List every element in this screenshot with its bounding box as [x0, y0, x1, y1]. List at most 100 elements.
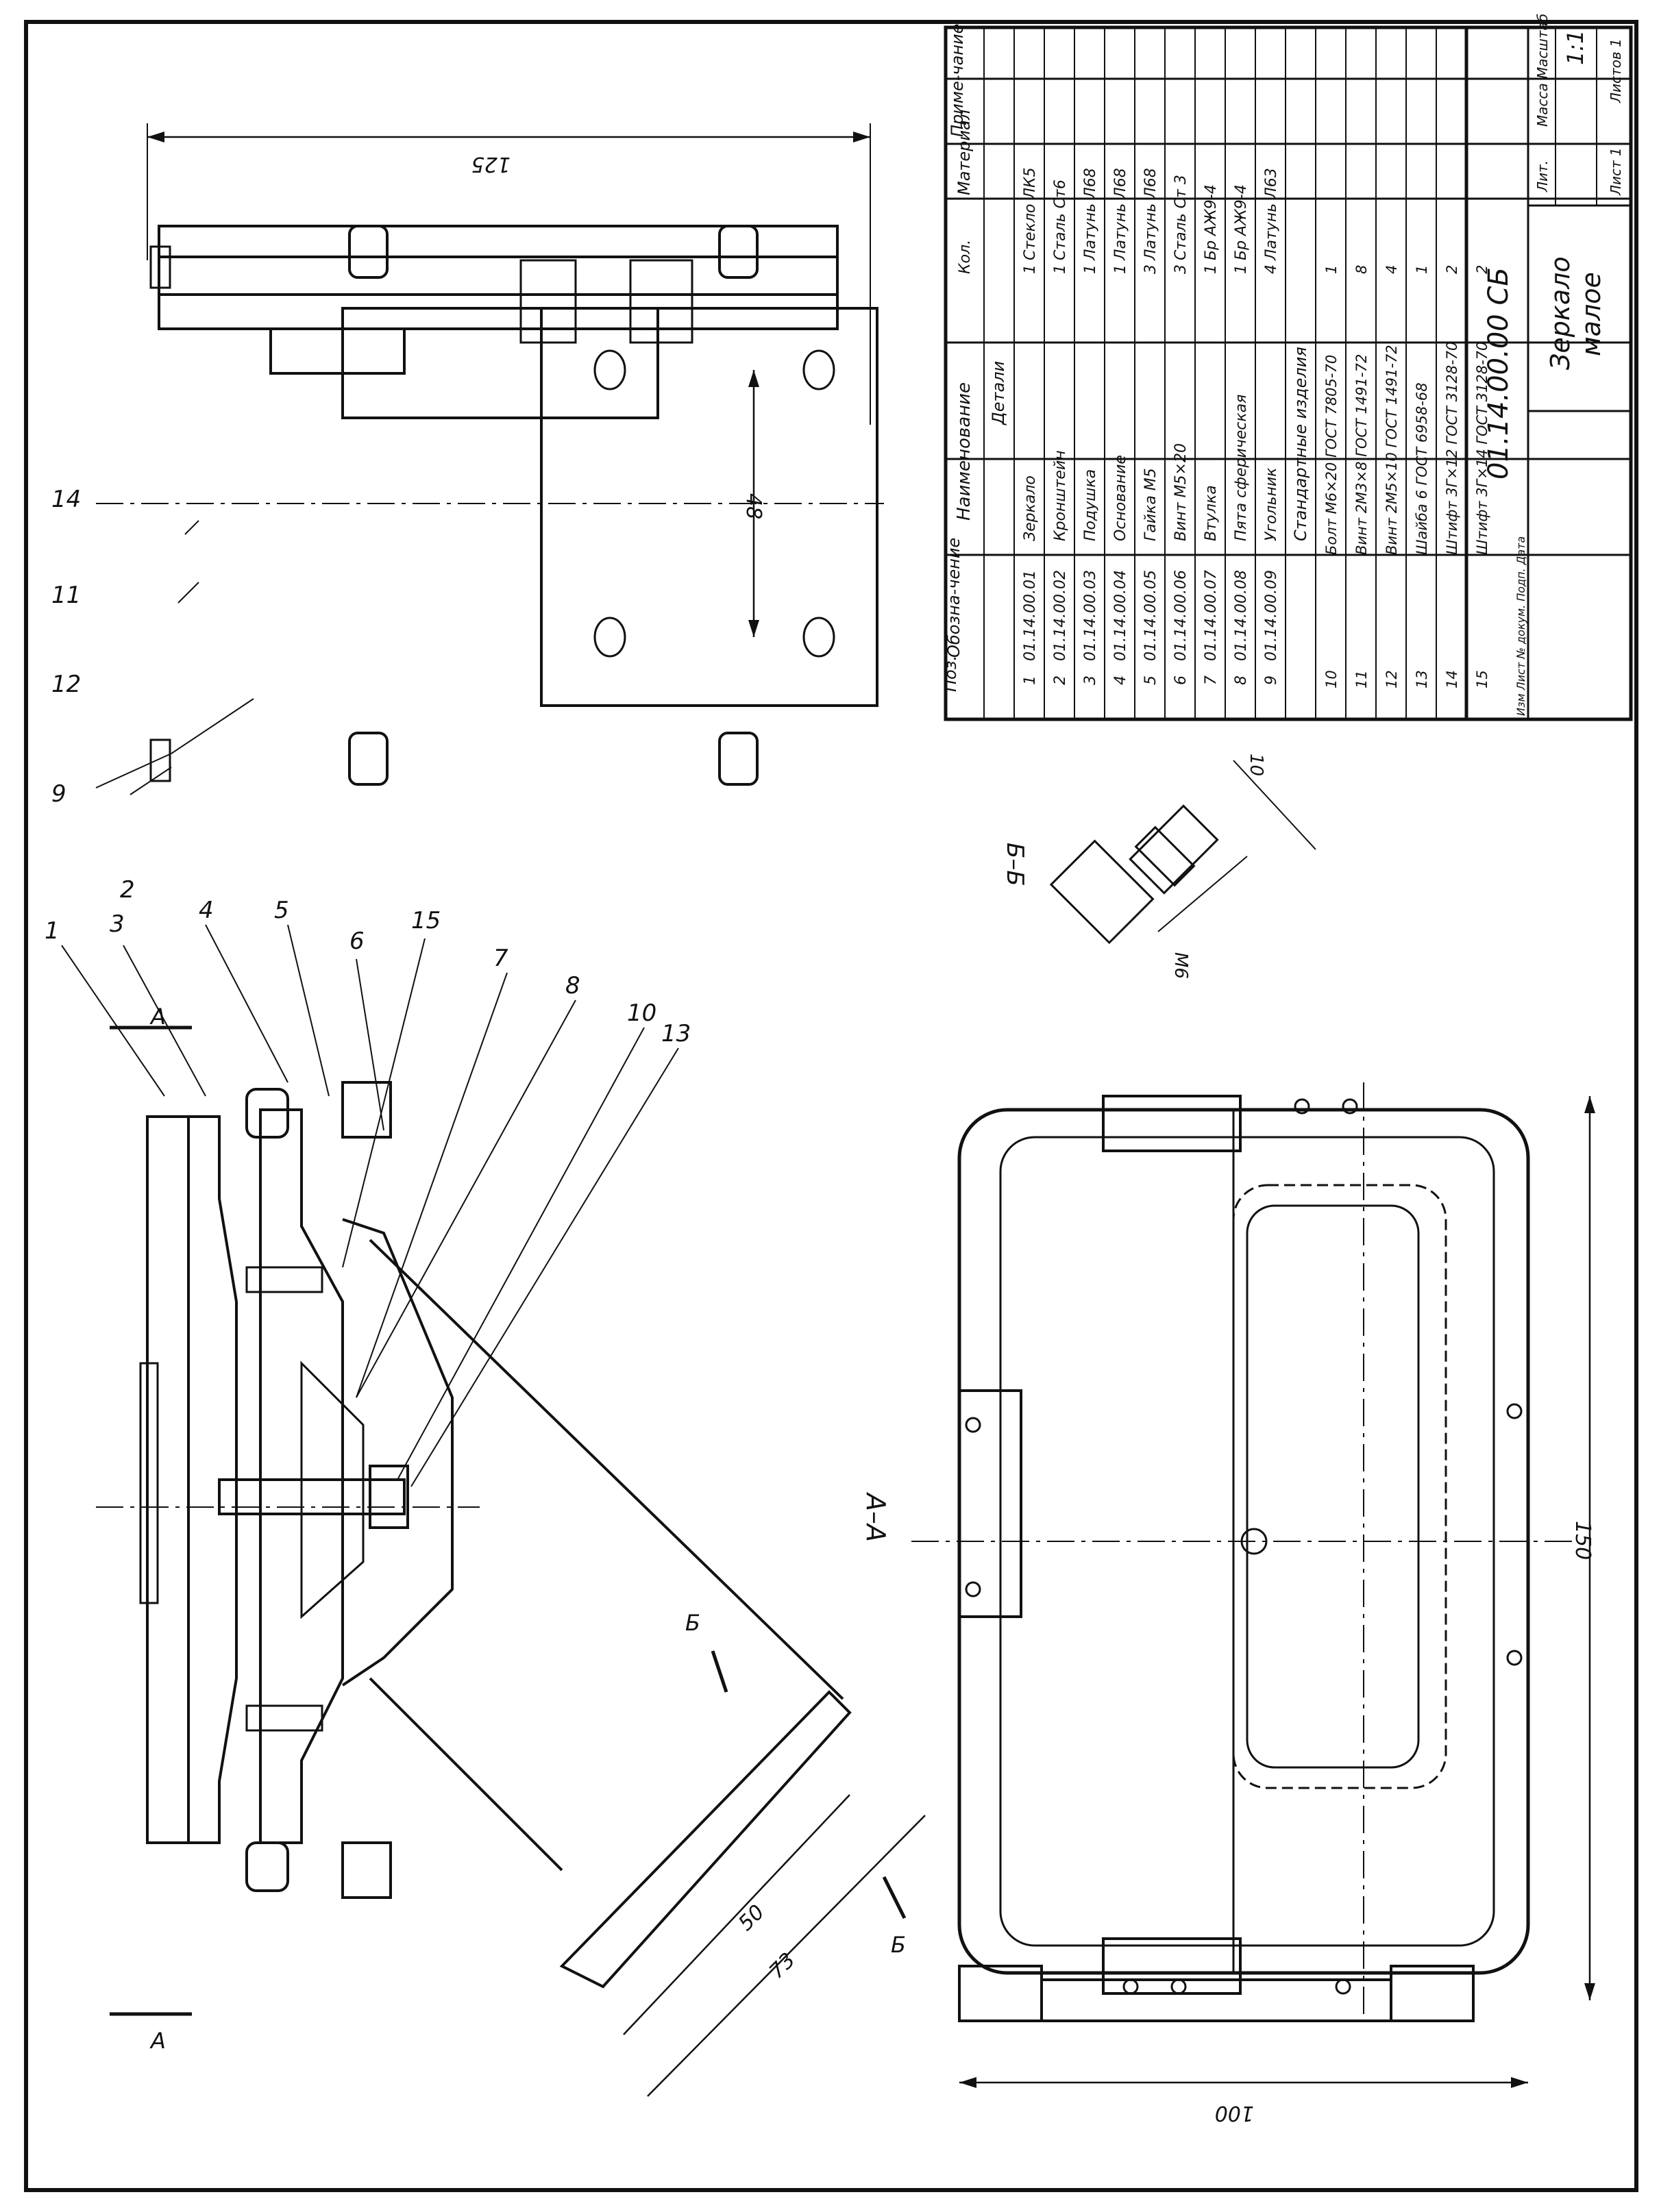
row5-qty: 3: [1142, 264, 1159, 274]
std13-pos: 13: [1414, 670, 1430, 688]
row4-name: Основание: [1112, 455, 1129, 541]
lit-label: Лит.: [1534, 160, 1551, 192]
top-view: 125 48: [51, 123, 884, 904]
row1-name: Зеркало: [1022, 475, 1039, 541]
doc-number: 01.14.00.00 СБ: [1483, 267, 1514, 480]
row8-qty: 1: [1233, 264, 1250, 274]
scale-label: Масштаб: [1534, 14, 1551, 79]
section-bb-view: 10 М6 Б–Б: [1001, 754, 1316, 979]
callout-8: 8: [565, 972, 580, 999]
col-material: Материал: [955, 110, 974, 195]
col-pos: Поз.: [941, 656, 960, 692]
std10-qty: 1: [1323, 265, 1340, 274]
callout-9: 9: [51, 780, 66, 808]
row2-qty: 1: [1052, 264, 1069, 274]
callout-6: 6: [349, 928, 365, 955]
row5-des: 01.14.00.05: [1142, 570, 1159, 661]
row2-mat: Сталь Ст6: [1052, 179, 1069, 260]
row4-mat: Латунь Л68: [1112, 168, 1129, 261]
section-std: Стандартные изделия: [1291, 347, 1310, 541]
dim-50: 50: [734, 1900, 770, 1936]
cut-b-top: Б: [685, 1610, 700, 1636]
std12-name: Винт 2М5×10 ГОСТ 1491-72: [1384, 345, 1400, 555]
std11-qty: 8: [1353, 265, 1370, 274]
row6-des: 01.14.00.06: [1172, 570, 1190, 661]
row1-pos: 1: [1022, 675, 1039, 685]
dim-48: 48: [741, 493, 765, 519]
row8-mat: Бр АЖ9-4: [1233, 184, 1250, 260]
std12-qty: 4: [1384, 265, 1400, 274]
mass-label: Масса: [1534, 83, 1551, 127]
std11-pos: 11: [1353, 670, 1370, 688]
row6-qty: 3: [1172, 264, 1190, 274]
main-section-view: 50 73 А А Б Б А–А 1 3 4 5 6 15 7 8: [45, 897, 926, 2097]
col-note: Приме-чание: [948, 24, 967, 137]
row5-name: Гайка М5: [1142, 468, 1159, 541]
std15-qty: 2: [1474, 265, 1490, 274]
row4-qty: 1: [1112, 264, 1129, 274]
row9-des: 01.14.00.09: [1263, 570, 1280, 661]
col-name: Наименование: [954, 382, 974, 521]
row5-mat: Латунь Л68: [1142, 168, 1159, 261]
std14-pos: 14: [1444, 670, 1460, 688]
col-qty: Кол.: [957, 240, 974, 274]
callout-1: 1: [45, 917, 60, 945]
callout-5: 5: [274, 897, 289, 924]
row3-mat: Латунь Л68: [1082, 168, 1099, 261]
row7-name: Втулка: [1203, 485, 1220, 541]
row6-pos: 6: [1172, 675, 1190, 685]
std13-name: Шайба 6 ГОСТ 6958-68: [1414, 382, 1430, 555]
std10-pos: 10: [1323, 670, 1340, 688]
row3-pos: 3: [1082, 675, 1099, 685]
sheets-label: Листов 1: [1608, 38, 1624, 103]
view-aa: 150 100: [911, 1082, 1595, 2125]
callout-11: 11: [51, 582, 81, 609]
row8-des: 01.14.00.08: [1233, 570, 1250, 661]
col-designation: Обозна-чение: [944, 538, 963, 658]
callout-3: 3: [110, 910, 125, 938]
cut-a-bottom: А: [149, 2028, 166, 2054]
section-parts: Детали: [989, 361, 1008, 425]
section-aa-label: А–А: [861, 1491, 891, 1542]
std14-qty: 2: [1444, 265, 1460, 274]
change-cols: Изм Лист № докум. Подп. Дата: [1514, 536, 1527, 716]
std12-pos: 12: [1384, 670, 1400, 688]
callout-2: 2: [120, 876, 135, 904]
row4-des: 01.14.00.04: [1112, 570, 1129, 661]
cut-a-top: А: [149, 1004, 166, 1030]
row7-des: 01.14.00.07: [1203, 570, 1220, 661]
std14-name: Штифт 3Г×12 ГОСТ 3128-70: [1444, 342, 1460, 555]
section-bb-label: Б–Б: [1001, 843, 1029, 886]
dim-150: 150: [1571, 1521, 1595, 1560]
callout-12: 12: [51, 671, 81, 698]
row7-pos: 7: [1203, 675, 1220, 685]
title-line2: малое: [1576, 272, 1606, 356]
dim-73: 73: [765, 1948, 800, 1984]
row4-pos: 4: [1112, 675, 1129, 685]
row9-pos: 9: [1263, 675, 1280, 685]
callout-10: 10: [627, 999, 656, 1027]
row2-des: 01.14.00.02: [1052, 570, 1069, 661]
sheet-frame: [24, 20, 1638, 2192]
title-line1: Зеркало: [1545, 256, 1575, 370]
row6-mat: Сталь Ст 3: [1172, 175, 1190, 260]
spec-table: Поз. Обозна-чение Наименование Кол. Мате…: [941, 24, 1633, 721]
dim-m6: М6: [1170, 952, 1191, 979]
row9-qty: 4: [1263, 264, 1280, 274]
row6-name: Винт М5×20: [1172, 443, 1190, 541]
row8-pos: 8: [1233, 675, 1250, 685]
row9-mat: Латунь Л63: [1263, 168, 1280, 261]
std10-name: Болт М6×20 ГОСТ 7805-70: [1323, 355, 1340, 555]
callout-4: 4: [199, 897, 214, 924]
callout-15: 15: [411, 907, 441, 934]
sheet-label: Лист 1: [1608, 147, 1624, 196]
dim-100: 100: [1215, 2101, 1254, 2125]
row2-name: Кронштейн: [1052, 450, 1069, 541]
row3-qty: 1: [1082, 264, 1099, 274]
dim-10: 10: [1246, 754, 1266, 776]
row1-mat: Стекло ЛК5: [1022, 167, 1039, 260]
dim-125: 125: [471, 152, 511, 176]
callout-14: 14: [51, 486, 81, 513]
row7-mat: Бр АЖ9-4: [1203, 184, 1220, 260]
row3-name: Подушка: [1082, 469, 1099, 541]
